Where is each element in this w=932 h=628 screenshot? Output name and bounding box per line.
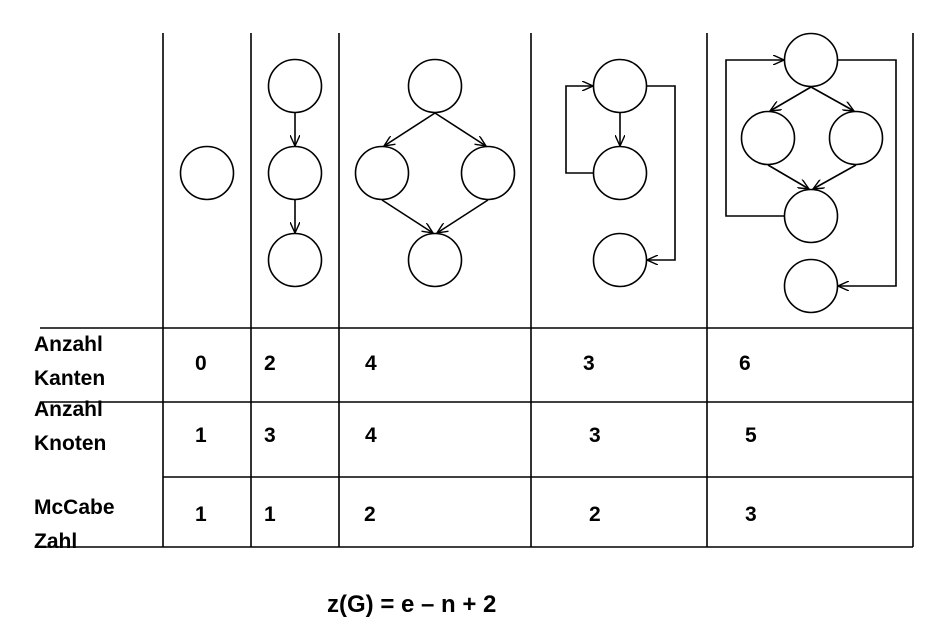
cell-nodes-graph-5: 5	[745, 424, 757, 447]
graph-node	[783, 188, 839, 244]
graph-edge	[725, 60, 784, 217]
graph-node	[407, 232, 463, 288]
cell-edges-graph-3: 4	[365, 352, 377, 375]
graph-node	[179, 145, 235, 201]
cell-edges-graph-4: 3	[583, 352, 595, 375]
graph-edge	[647, 85, 676, 260]
graph-edge	[384, 112, 436, 146]
graph-node	[592, 145, 648, 201]
graph-edge	[810, 86, 854, 111]
graph-edge	[565, 86, 593, 174]
graph-edge	[437, 199, 489, 233]
cell-edges-graph-2: 2	[264, 352, 276, 375]
graph-edge	[767, 164, 809, 189]
row-label-edges: Anzahl Kanten	[34, 333, 106, 390]
cell-edges-graph-5: 6	[739, 352, 751, 375]
graph-edge	[770, 86, 812, 111]
cell-mccabe-graph-1: 1	[195, 503, 207, 526]
graph-node	[740, 110, 796, 166]
mccabe-formula: z(G) = e – n + 2	[327, 591, 497, 618]
row-label-nodes: Anzahl Knoten	[34, 398, 107, 455]
cell-nodes-graph-2: 3	[264, 424, 276, 447]
cell-edges-graph-1: 0	[195, 352, 207, 375]
graph-node	[783, 32, 839, 88]
graph-node	[783, 258, 839, 314]
row-label-mccabe: McCabe Zahl	[34, 496, 115, 553]
graph-edge	[381, 199, 433, 233]
graph-node	[267, 145, 323, 201]
cell-mccabe-graph-4: 2	[589, 503, 601, 526]
graph-edge	[838, 59, 897, 286]
cell-mccabe-graph-2: 1	[264, 503, 276, 526]
graph-2	[267, 58, 323, 288]
graph-node	[592, 232, 648, 288]
cell-nodes-graph-4: 3	[589, 424, 601, 447]
graph-3	[354, 58, 516, 288]
graph-node	[592, 58, 648, 114]
cell-mccabe-graph-5: 3	[745, 503, 757, 526]
graph-5	[725, 32, 897, 314]
graph-edge	[434, 112, 486, 146]
cell-nodes-graph-1: 1	[195, 424, 207, 447]
graph-node	[407, 58, 463, 114]
cell-nodes-graph-3: 4	[365, 424, 377, 447]
graph-1	[179, 145, 235, 201]
cell-mccabe-graph-3: 2	[364, 503, 376, 526]
graph-node	[354, 145, 410, 201]
table-grid	[40, 33, 914, 548]
graph-4	[565, 58, 676, 288]
graph-node	[267, 58, 323, 114]
graph-node	[828, 110, 884, 166]
graph-node	[460, 145, 516, 201]
graph-edge	[813, 164, 857, 189]
graph-node	[267, 232, 323, 288]
